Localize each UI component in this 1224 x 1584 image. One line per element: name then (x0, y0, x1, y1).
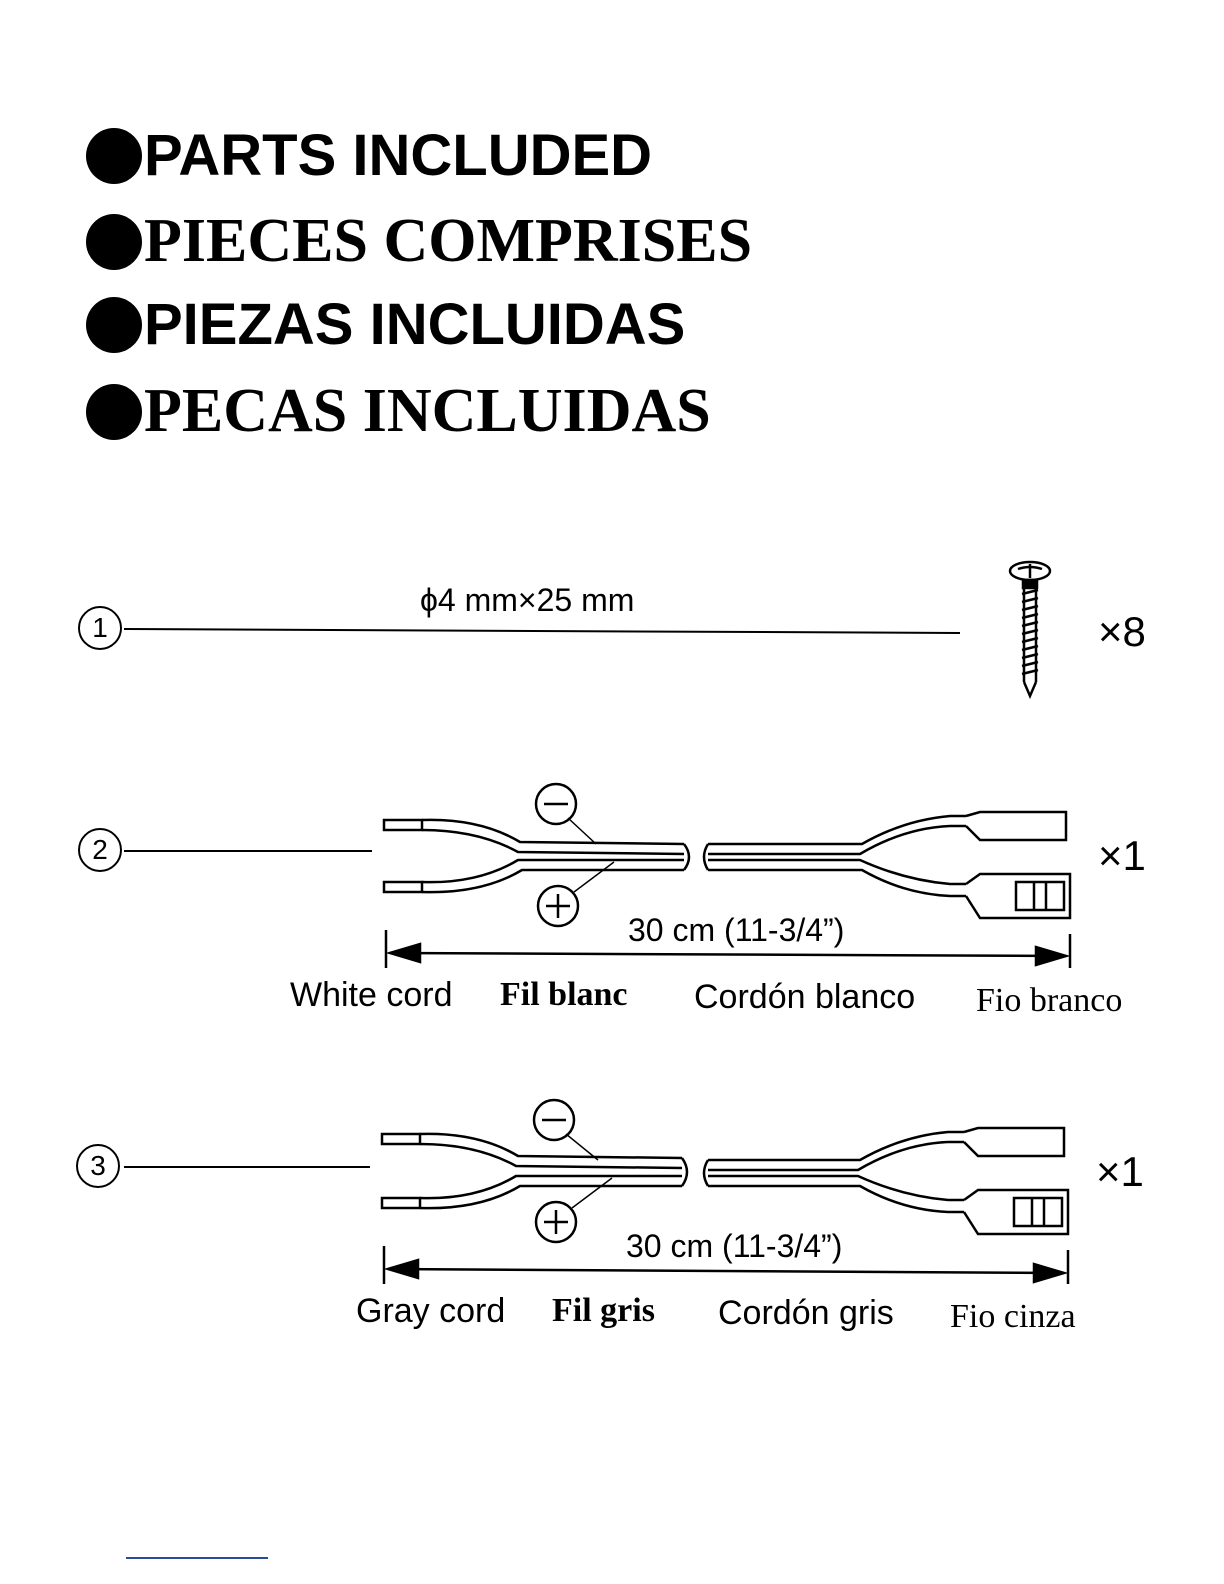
screw-icon (1010, 562, 1050, 696)
part-2-quantity: ×1 (1098, 832, 1146, 880)
part-3-name-es: Cordón gris (718, 1294, 894, 1333)
part-3-name-pt: Fio cinza (950, 1298, 1076, 1336)
part-2-name-es: Cordón blanco (694, 978, 915, 1017)
part-number-3: 3 (76, 1144, 120, 1188)
part-2-length: 30 cm (11-3/4”) (628, 912, 844, 949)
part-3-length: 30 cm (11-3/4”) (626, 1228, 842, 1265)
part-1-spec: ϕ4 mm×25 mm (420, 582, 634, 619)
part-number-1: 1 (78, 606, 122, 650)
part-3-name-en: Gray cord (356, 1292, 505, 1331)
part-number-2: 2 (78, 828, 122, 872)
part-3-name-fr: Fil gris (552, 1292, 655, 1330)
part-2-name-en: White cord (290, 976, 453, 1015)
part-1-quantity: ×8 (1098, 608, 1146, 656)
leader-line-1 (124, 629, 960, 633)
part-2-name-fr: Fil blanc (500, 976, 628, 1014)
part-2-name-pt: Fio branco (976, 982, 1122, 1020)
part-3-quantity: ×1 (1096, 1148, 1144, 1196)
